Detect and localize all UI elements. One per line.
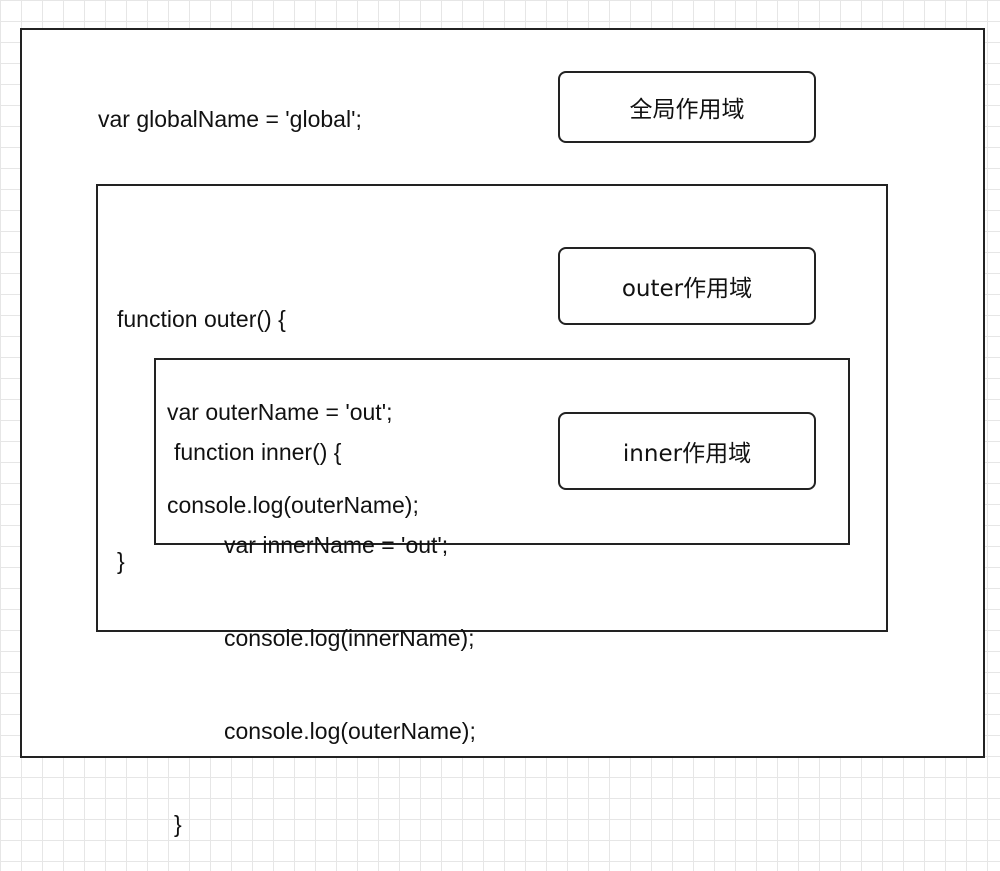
inner-function-open: function inner() { xyxy=(174,439,342,465)
outer-function-block: function outer() { var outerName = 'out'… xyxy=(117,242,419,552)
inner-function-close: } xyxy=(174,811,182,837)
outer-function-close: } xyxy=(117,548,125,574)
outer-function-open: function outer() { xyxy=(117,306,286,332)
inner-console-log-outer: console.log(outerName); xyxy=(224,718,476,744)
outer-console-log: console.log(outerName); xyxy=(167,492,419,518)
global-scope-label-text: 全局作用域 xyxy=(629,97,745,123)
outer-var-declaration: var outerName = 'out'; xyxy=(167,399,393,425)
inner-scope-label-text: inner作用域 xyxy=(622,441,752,467)
inner-function-block: function inner() { var innerName = 'out'… xyxy=(174,375,476,871)
outer-scope-label-text: outer作用域 xyxy=(621,276,753,302)
inner-scope-label: inner作用域 xyxy=(558,412,816,490)
global-scope-label: 全局作用域 xyxy=(558,71,816,143)
outer-scope-label: outer作用域 xyxy=(558,247,816,325)
global-var-declaration: var globalName = 'global'; xyxy=(98,106,362,132)
inner-console-log-inner: console.log(innerName); xyxy=(224,625,475,651)
inner-var-declaration: var innerName = 'out'; xyxy=(224,532,449,558)
